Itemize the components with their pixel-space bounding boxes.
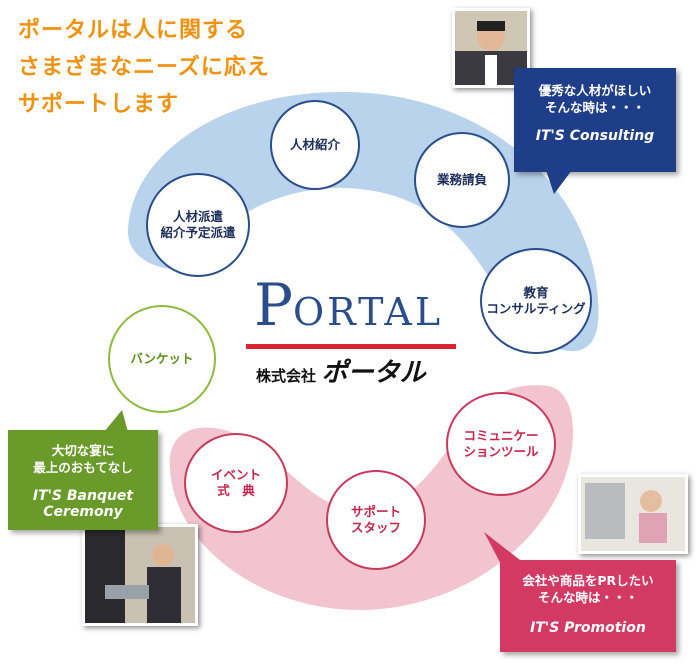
service-banquet: バンケット xyxy=(108,305,216,413)
bubble-banquet-brand: IT'S Banquet Ceremony xyxy=(32,488,134,520)
bubble-consulting-brand: IT'S Consulting xyxy=(535,128,655,144)
service-education-consulting: 教育 コンサルティング xyxy=(480,248,592,354)
bubble-promotion-text: 会社や商品をPRしたい そんな時は・・・ xyxy=(522,573,654,605)
service-placement: 人材紹介 xyxy=(270,100,360,190)
service-outsourcing: 業務請負 xyxy=(414,132,510,228)
logo-rest: ORTAL xyxy=(293,290,444,334)
service-staffing: 人材派遣 紹介予定派遣 xyxy=(146,173,250,277)
logo-company-name: ポータル xyxy=(321,358,426,388)
photo-office-woman xyxy=(578,474,688,554)
logo-company: 株式会社 ポータル xyxy=(256,352,426,389)
portal-logo-wordmark: PORTAL xyxy=(254,276,443,334)
headline-line-2: さまざまなニーズに応え xyxy=(18,55,270,80)
service-communication-tool: コミュニケー ションツール xyxy=(446,392,556,496)
bubble-banquet-text: 大切な宴に 最上のおもてなし xyxy=(33,443,133,475)
bubble-promotion: 会社や商品をPRしたい そんな時は・・・ IT'S Promotion xyxy=(500,560,676,652)
logo-company-prefix: 株式会社 xyxy=(256,367,317,385)
bubble-promotion-tail xyxy=(484,532,520,570)
bubble-banquet: 大切な宴に 最上のおもてなし IT'S Banquet Ceremony xyxy=(8,430,158,530)
bubble-consulting-text: 優秀な人材がほしい そんな時は・・・ xyxy=(538,83,652,115)
logo-underline xyxy=(246,344,456,349)
headline-line-3: サポートします xyxy=(18,92,180,117)
bubble-consulting: 優秀な人材がほしい そんな時は・・・ IT'S Consulting xyxy=(514,68,676,172)
bubble-consulting-tail xyxy=(546,170,572,194)
bubble-promotion-brand: IT'S Promotion xyxy=(530,620,646,636)
bubble-banquet-tail xyxy=(104,410,128,432)
logo-cap: P xyxy=(254,271,294,339)
service-event-ceremony: イベント 式 典 xyxy=(184,433,288,533)
photo-banquet-staff xyxy=(82,524,198,626)
service-support-staff: サポート スタッフ xyxy=(326,470,426,570)
headline: ポータルは人に関する さまざまなニーズに応え サポートします xyxy=(18,12,270,123)
headline-line-1: ポータルは人に関する xyxy=(18,18,249,43)
photo-businessman xyxy=(452,8,530,88)
